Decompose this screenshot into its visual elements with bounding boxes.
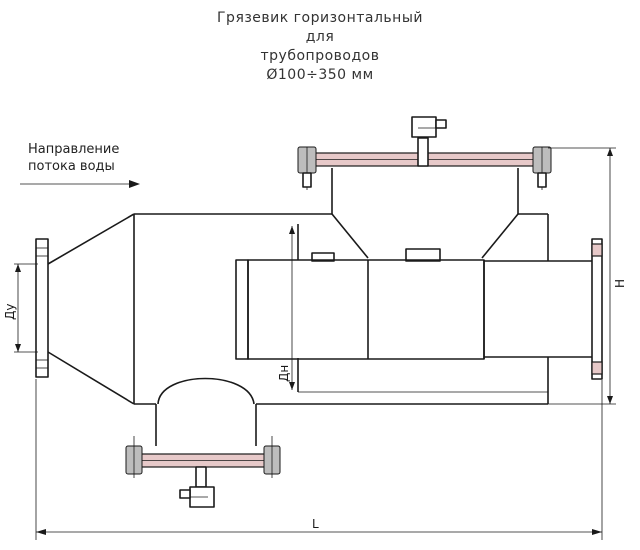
- dimension-dn: Дн: [277, 226, 295, 390]
- dimension-du-label: Ду: [3, 304, 17, 320]
- title-line-4: Ø100÷350 мм: [266, 67, 373, 83]
- dimension-l-label: L: [312, 517, 319, 531]
- title-line-1: Грязевик горизонтальный: [217, 10, 423, 26]
- outlet-flange: [591, 238, 603, 380]
- title-line-3: трубопроводов: [261, 48, 380, 64]
- separator-body: [133, 213, 549, 405]
- filter-screen: [235, 259, 485, 360]
- flow-label-line-1: Направление: [28, 142, 119, 157]
- dimension-h: Н: [548, 147, 627, 405]
- outlet-pipe: [484, 260, 592, 358]
- bottom-flange: [125, 436, 281, 478]
- flow-arrow-icon: [20, 180, 140, 188]
- top-valve-icon: [411, 116, 447, 167]
- title-block: Грязевик горизонтальный для трубопроводо…: [217, 10, 423, 83]
- bottom-sump: [155, 377, 257, 446]
- dimension-du: Ду: [3, 263, 38, 353]
- top-hatch: [311, 168, 519, 262]
- inlet-cone: [47, 213, 135, 405]
- inlet-flange: [35, 238, 49, 378]
- dimension-l: L: [35, 379, 603, 540]
- dimension-dn-label: Дн: [277, 365, 291, 382]
- title-line-2: для: [306, 29, 335, 45]
- bottom-valve-icon: [179, 466, 215, 508]
- flow-direction-note: Направление потока воды: [20, 142, 140, 188]
- dimension-h-label: Н: [613, 279, 627, 288]
- flow-label-line-2: потока воды: [28, 159, 115, 174]
